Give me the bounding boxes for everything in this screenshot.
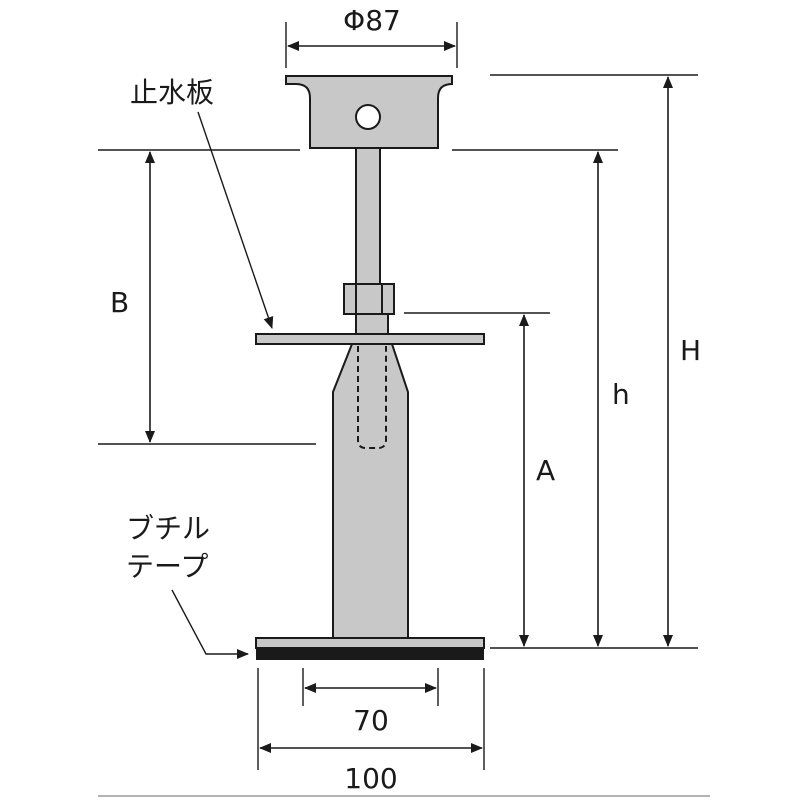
water-stop-plate: [255, 333, 485, 345]
leader-water-stop-plate: [197, 111, 274, 329]
extension-lines: [98, 22, 710, 797]
hidden-rod-outline: [357, 346, 387, 449]
butyl-tape: [256, 648, 484, 660]
label-butyl-tape-line1: ブチル: [126, 512, 210, 545]
base-plate: [255, 637, 485, 649]
label-A: A: [536, 454, 555, 487]
support-part: [255, 75, 485, 649]
dimension-lines: [145, 41, 673, 753]
label-h: h: [612, 378, 630, 411]
callout-leaders: [171, 111, 274, 659]
label-B: B: [110, 286, 129, 319]
rod-neck: [355, 313, 389, 335]
label-water-stop-plate: 止水板: [130, 76, 214, 109]
tapered-body: [332, 343, 409, 641]
label-top-diameter: Φ87: [343, 4, 401, 37]
leader-butyl-tape: [171, 589, 249, 659]
label-butyl-tape-line2: テープ: [126, 550, 208, 583]
top-bolt-hole: [355, 104, 381, 130]
hex-nut: [343, 283, 395, 315]
threaded-rod: [355, 147, 381, 285]
label-width-100: 100: [344, 762, 397, 795]
label-H: H: [680, 334, 701, 367]
label-width-70: 70: [353, 704, 389, 737]
